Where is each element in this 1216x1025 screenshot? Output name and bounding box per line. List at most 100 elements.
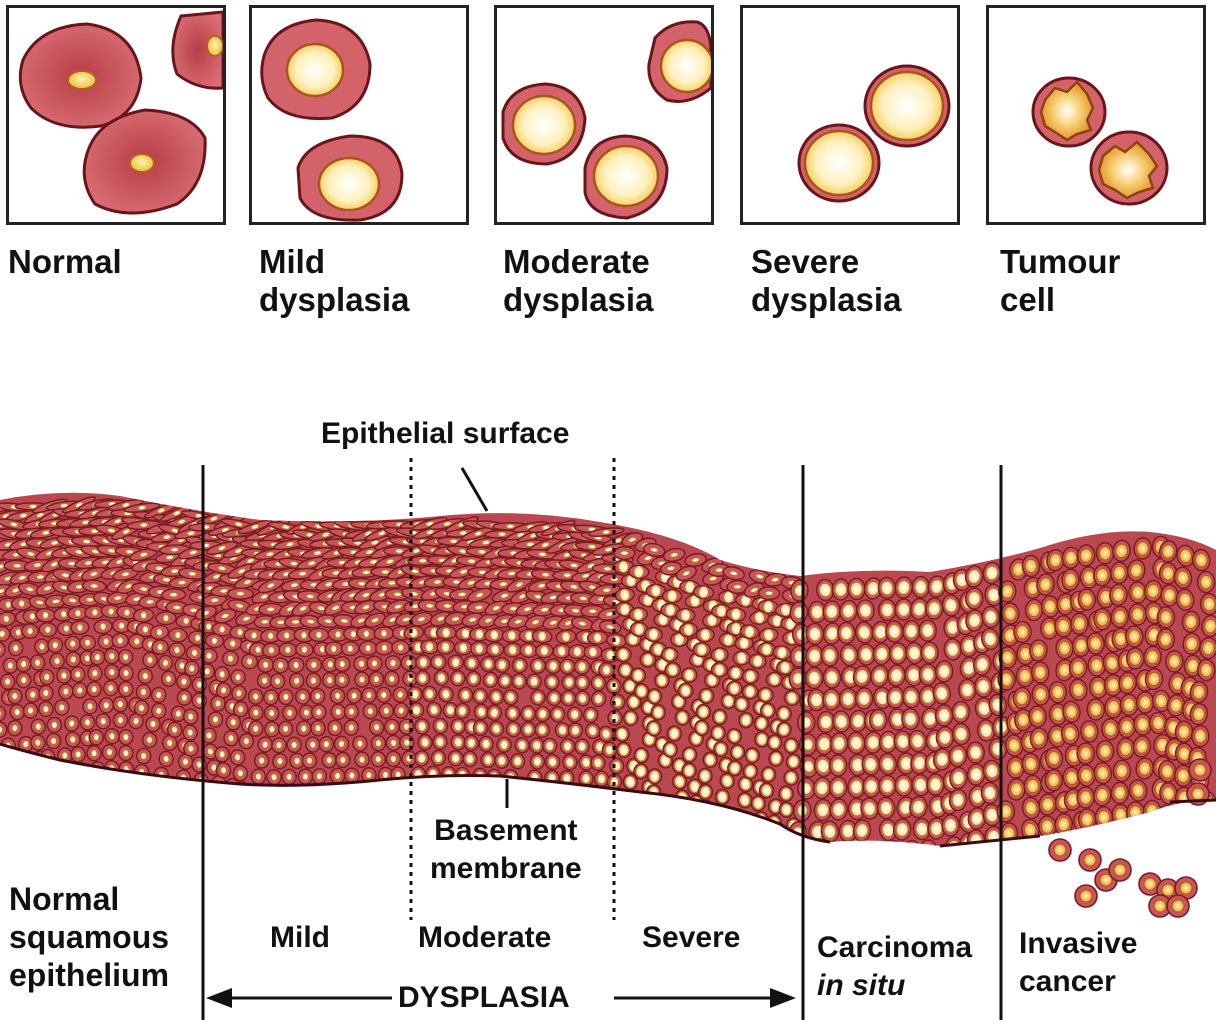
tissue-nucleus: [389, 738, 398, 747]
tissue-nucleus: [11, 692, 19, 701]
tissue-nucleus: [715, 604, 727, 618]
tissue-nucleus: [1127, 629, 1141, 644]
tissue-nucleus: [69, 735, 77, 744]
tissue-cell: [425, 781, 441, 799]
tissue-nucleus: [118, 621, 126, 630]
tissue-nucleus: [433, 579, 443, 585]
tissue-nucleus: [458, 530, 468, 536]
tissue-nucleus: [433, 752, 444, 764]
tissue-nucleus: [666, 589, 678, 603]
tissue-nucleus: [261, 740, 269, 749]
label-moderate-dysplasia: Moderate dysplasia: [503, 243, 654, 318]
tissue-nucleus: [1176, 768, 1190, 784]
tissue-nucleus: [1113, 829, 1127, 845]
tissue-nucleus: [716, 806, 728, 820]
tissue-nucleus: [365, 549, 375, 555]
tissue-nucleus: [51, 641, 59, 650]
tissue-nucleus: [321, 531, 331, 538]
tissue-nucleus: [523, 724, 533, 735]
tissue-nucleus: [121, 571, 131, 578]
tissue-nucleus: [299, 692, 307, 701]
tissue-nucleus: [116, 636, 124, 645]
tissue-nucleus: [374, 755, 382, 764]
tissue-nucleus: [29, 690, 37, 699]
tissue-nucleus: [850, 581, 863, 597]
tissue-nucleus: [417, 616, 426, 623]
tissue-nucleus: [532, 756, 542, 767]
tissue-nucleus: [162, 754, 170, 763]
tissue-nucleus: [161, 658, 170, 667]
tissue-nucleus: [410, 568, 420, 575]
tissue-nucleus: [334, 787, 342, 796]
tissue-nucleus: [339, 755, 347, 764]
tissue-nucleus: [146, 656, 154, 664]
tissue-nucleus: [825, 846, 839, 861]
tissue-nucleus: [728, 682, 740, 695]
tissue-nucleus: [617, 648, 629, 661]
tissue-nucleus: [451, 616, 461, 622]
tissue-nucleus: [317, 788, 325, 797]
tissue-nucleus: [552, 708, 563, 720]
tissue-nucleus: [358, 675, 366, 684]
tissue-nucleus: [145, 599, 155, 605]
panel-mild: [249, 5, 469, 225]
tissue-nucleus: [1079, 790, 1093, 805]
tissue-nucleus: [41, 611, 50, 620]
dysplasia-label: DYSPLASIA: [398, 981, 570, 1014]
tissue-nucleus: [1047, 750, 1061, 766]
tissue-nucleus: [490, 644, 500, 655]
tissue-nucleus: [930, 821, 943, 836]
tissue-nucleus: [74, 609, 82, 618]
tissue-nucleus: [1120, 719, 1134, 735]
tissue-nucleus: [149, 720, 157, 728]
tissue-nucleus: [403, 738, 411, 747]
tissue-nucleus: [1089, 702, 1103, 717]
tissue-nucleus: [116, 716, 124, 725]
tissue-cell: [0, 705, 7, 722]
tissue-nucleus: [897, 778, 911, 793]
tissue-nucleus: [588, 789, 599, 801]
tissue-nucleus: [780, 787, 792, 800]
tissue-nucleus: [346, 787, 354, 796]
tissue-nucleus: [521, 788, 531, 799]
tissue-nucleus: [433, 656, 444, 668]
tissue-nucleus: [914, 579, 928, 595]
tissue-cell: [89, 761, 106, 778]
tissue-nucleus: [569, 562, 579, 569]
tissue-nucleus: [380, 690, 388, 699]
tissue-cell: [972, 851, 992, 874]
tissue-nucleus: [682, 570, 691, 577]
tissue-nucleus: [12, 644, 20, 653]
tissue-nucleus: [365, 771, 373, 780]
tissue-nucleus: [268, 725, 276, 734]
tissue-nucleus: [187, 571, 197, 577]
tissue-nucleus: [577, 693, 588, 704]
tissue-nucleus: [673, 695, 685, 708]
tissue-nucleus: [840, 625, 853, 641]
tissue-nucleus: [881, 778, 894, 794]
tissue-nucleus: [1160, 808, 1174, 823]
tissue-nucleus: [26, 551, 36, 557]
tissue-nucleus: [562, 661, 572, 672]
tissue-nucleus: [619, 603, 631, 616]
tissue-nucleus: [219, 766, 228, 775]
tissue-nucleus: [650, 584, 662, 598]
tissue-nucleus: [760, 688, 772, 702]
tissue-nucleus: [370, 617, 380, 624]
tissue-nucleus: [825, 670, 839, 685]
tissue-nucleus: [315, 708, 323, 717]
tissue-nucleus: [1042, 621, 1056, 636]
tissue-nucleus: [618, 560, 629, 574]
tissue-nucleus: [707, 817, 719, 831]
tissue-nucleus: [156, 507, 166, 514]
tissue-nucleus: [888, 844, 901, 846]
tissue-nucleus: [334, 691, 342, 700]
tissue-nucleus: [122, 528, 131, 535]
tissue-nucleus: [139, 522, 149, 528]
tissue-nucleus: [155, 706, 163, 715]
tissue-nucleus: [214, 699, 222, 708]
tissue-nucleus: [588, 646, 598, 658]
tissue-nucleus: [380, 569, 390, 575]
tissue-cell: [705, 815, 722, 833]
